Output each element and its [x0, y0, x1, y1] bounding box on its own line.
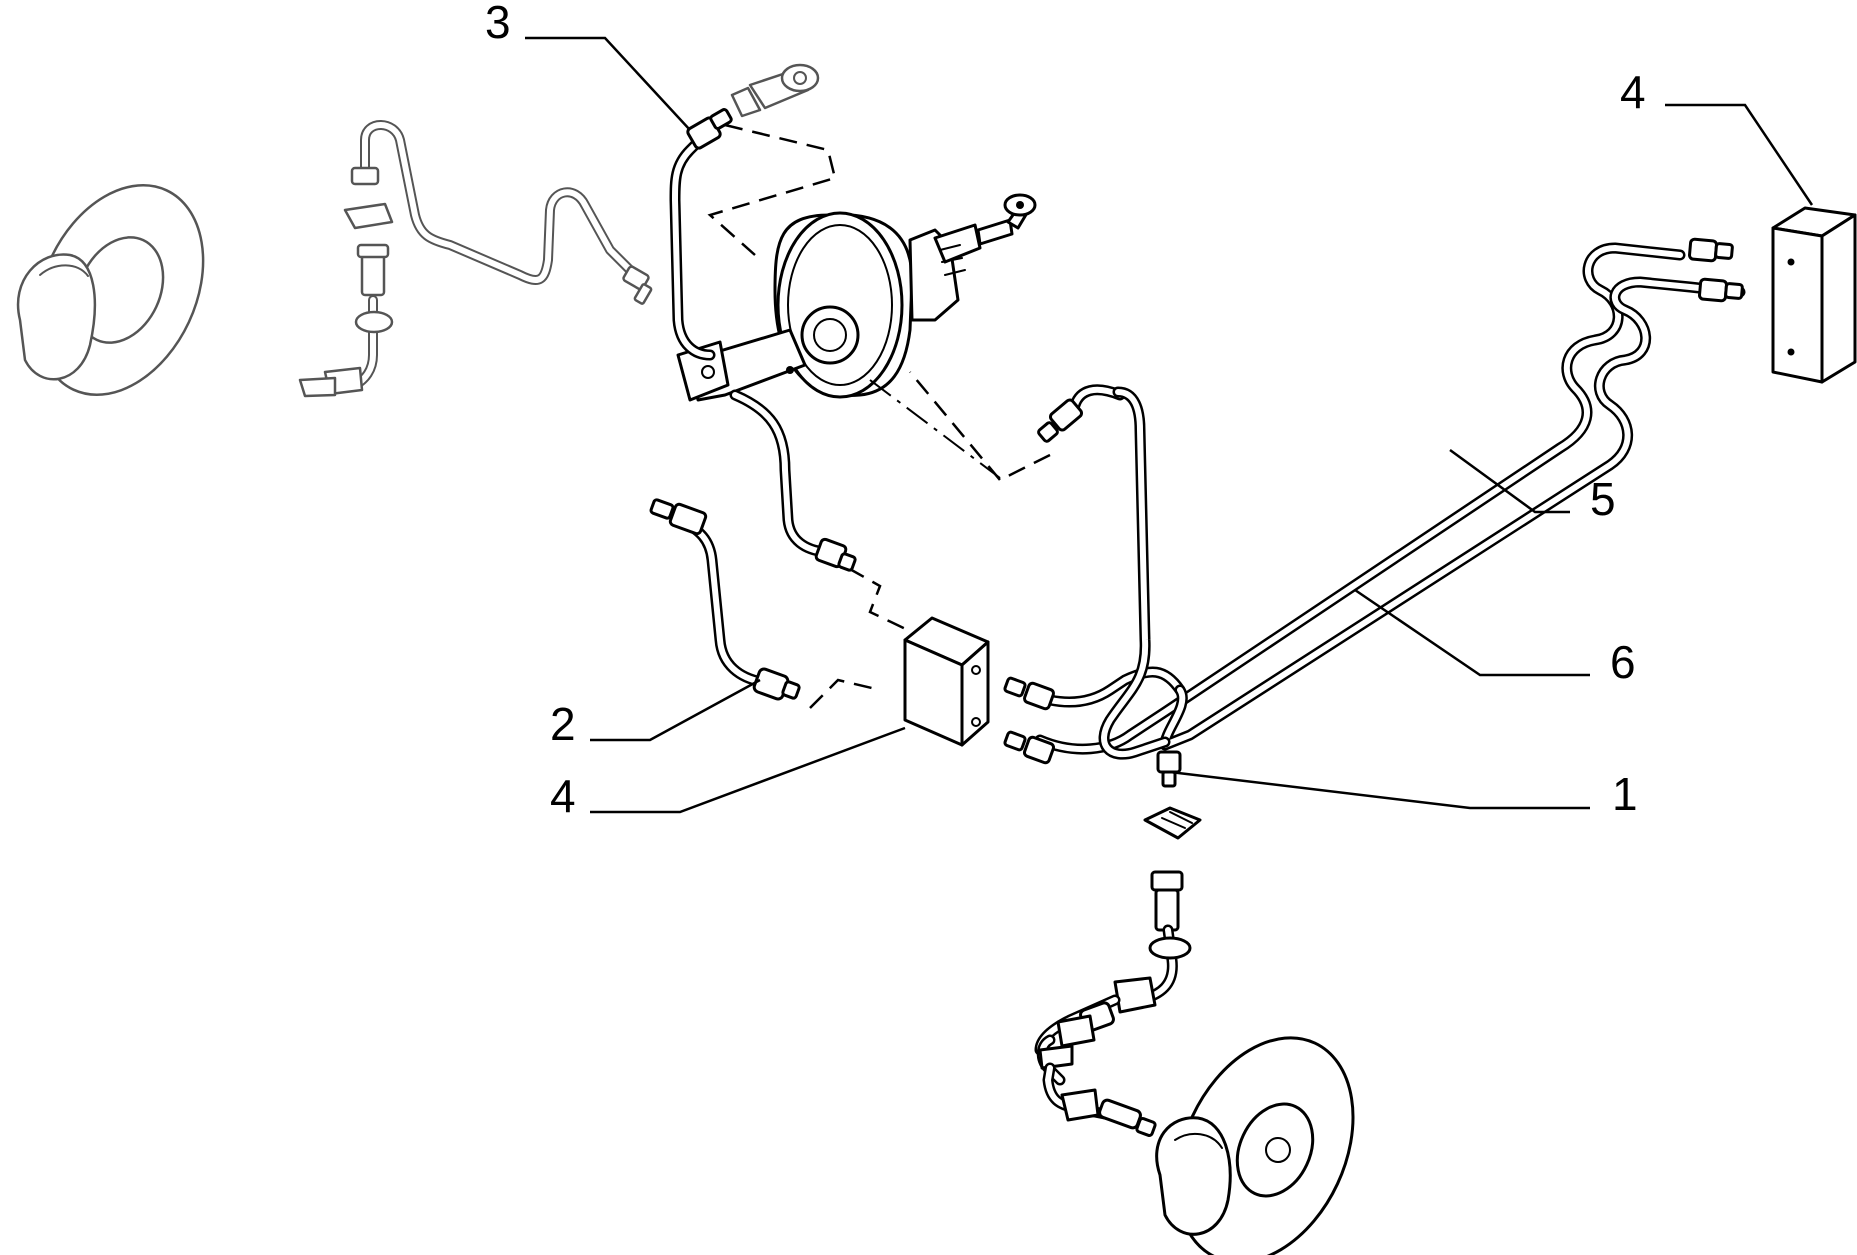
callout-4-mid: 4: [550, 770, 576, 822]
callout-6: 6: [1610, 636, 1636, 688]
retaining-clip: [1143, 806, 1202, 840]
brake-booster: [676, 193, 1037, 402]
callout-1: 1: [1612, 768, 1638, 820]
left-brake-disc: [16, 184, 205, 396]
pipe-fittings-right: [1688, 237, 1744, 303]
pipe-3: [669, 108, 857, 572]
left-hose-assembly: [298, 120, 653, 398]
pipe-fittings-left: [1003, 398, 1182, 788]
pipe-6: [1064, 276, 1746, 760]
pipe-5: [1034, 242, 1686, 755]
callout-2: 2: [550, 698, 576, 750]
callout-leaders: [525, 36, 1814, 814]
callout-4-top: 4: [1620, 66, 1646, 118]
hose-2: [649, 498, 801, 701]
reservoir-connector: [730, 63, 820, 118]
callout-3: 3: [485, 0, 511, 48]
assembly-guide-lines: [707, 123, 1051, 709]
junction-block-right: [1771, 206, 1857, 384]
callout-5: 5: [1590, 473, 1616, 525]
right-brake-disc: [1155, 1036, 1355, 1255]
junction-block-mid: [903, 616, 990, 747]
right-hose-assembly: [1034, 870, 1192, 1137]
callout-labels: 3 4 5 6 1 2 4: [485, 0, 1646, 822]
